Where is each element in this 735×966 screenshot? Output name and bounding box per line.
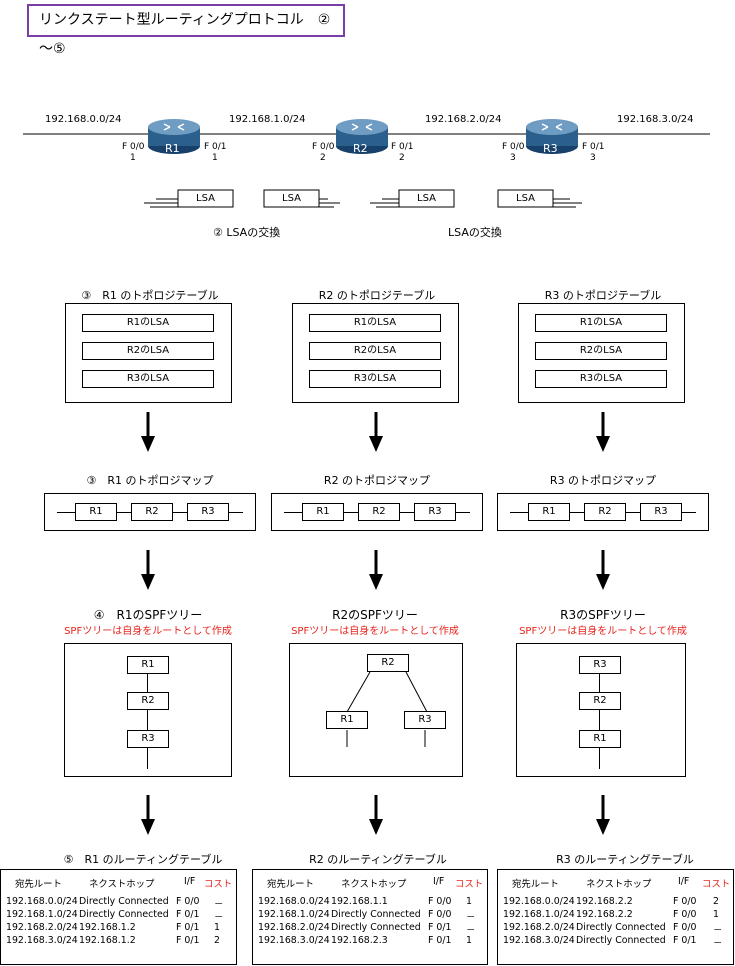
tree-node: R3: [127, 730, 169, 748]
col-header-if: I/F: [433, 876, 445, 887]
tree-root-node: R2: [367, 654, 409, 672]
spf-tree-title: ④ R1のSPFツリー: [93, 608, 203, 622]
map-node: R2: [131, 503, 173, 521]
topology-map-title: ③ R1 のトポロジマップ: [86, 474, 214, 487]
lsa-entry: R2のLSA: [535, 342, 667, 360]
lsa-entry: R1のLSA: [82, 314, 214, 332]
router-r3-label: R3: [543, 142, 558, 155]
topology-table-r1: R1のLSA R2のLSA R3のLSA: [65, 303, 232, 403]
lsa-entry: R1のLSA: [309, 314, 441, 332]
col-header-cost: コスト: [702, 879, 731, 890]
lsa-entry: R3のLSA: [309, 370, 441, 388]
col-header-cost: コスト: [455, 879, 484, 890]
col-header-if: I/F: [184, 876, 196, 887]
tree-node: R1: [579, 730, 621, 748]
lsa-entry: R2のLSA: [82, 342, 214, 360]
topology-map-r1: R1 R2 R3: [44, 493, 256, 531]
spf-tree-r2: R2 R1 R3: [289, 643, 463, 777]
col-header-if: I/F: [678, 876, 690, 887]
spf-tree-r1: R1 R2 R3: [64, 643, 232, 777]
map-node: R3: [640, 503, 682, 521]
map-node: R1: [75, 503, 117, 521]
spf-tree-note: SPFツリーは自身をルートとして作成: [519, 626, 687, 637]
col-header-dest: 宛先ルート: [15, 879, 62, 890]
lsa-entry: R2のLSA: [309, 342, 441, 360]
router-r1-icon: [148, 119, 200, 154]
map-node: R2: [584, 503, 626, 521]
tree-branch-lines: [346, 671, 428, 747]
lsa-packets: [144, 189, 582, 208]
page-title: リンクステート型ルーティングプロトコル ②～⑤: [27, 4, 345, 57]
map-node: R2: [358, 503, 400, 521]
network-label: 192.168.2.0/24: [425, 114, 502, 125]
tree-node: R3: [579, 656, 621, 674]
network-label: 192.168.3.0/24: [617, 114, 694, 125]
col-header-nexthop: ネクストホップ: [586, 879, 652, 890]
col-header-cost: コスト: [204, 879, 233, 890]
topology-table-title: ③ R1 のトポロジテーブル: [81, 289, 219, 302]
col-header-nexthop: ネクストホップ: [341, 879, 407, 890]
spf-tree-title: R2のSPFツリー: [332, 608, 418, 622]
col-header-dest: 宛先ルート: [267, 879, 314, 890]
lsa-entry: R3のLSA: [535, 370, 667, 388]
lsa-exchange-caption: LSAの交換: [448, 226, 502, 239]
router-r2-label: R2: [353, 142, 368, 155]
spf-tree-title: R3のSPFツリー: [560, 608, 646, 622]
router-r1-label: R1: [165, 142, 180, 155]
map-node: R3: [187, 503, 229, 521]
spf-tree-r3: R3 R2 R1: [516, 643, 686, 777]
topology-map-r3: R1 R2 R3: [497, 493, 709, 531]
spf-tree-note: SPFツリーは自身をルートとして作成: [291, 626, 459, 637]
lsa-entry: R3のLSA: [82, 370, 214, 388]
topology-table-title: R2 のトポロジテーブル: [318, 289, 436, 302]
col-header-dest: 宛先ルート: [512, 879, 559, 890]
network-label: 192.168.0.0/24: [45, 114, 122, 125]
spf-tree-note: SPFツリーは自身をルートとして作成: [64, 626, 232, 637]
map-node: R1: [302, 503, 344, 521]
lsa-label: LSA: [196, 193, 215, 204]
tree-node: R2: [127, 692, 169, 710]
tree-node: R3: [404, 711, 446, 729]
map-node: R3: [414, 503, 456, 521]
routing-table-title: ⑤ R1 のルーティングテーブル: [63, 853, 223, 866]
network-label: 192.168.1.0/24: [229, 114, 306, 125]
lsa-label: LSA: [282, 193, 301, 204]
lsa-entry: R1のLSA: [535, 314, 667, 332]
topology-map-title: R3 のトポロジマップ: [549, 474, 657, 487]
topology-map-title: R2 のトポロジマップ: [323, 474, 431, 487]
lsa-label: LSA: [417, 193, 436, 204]
routing-table-title: R3 のルーティングテーブル: [556, 853, 694, 866]
routing-table-title: R2 のルーティングテーブル: [309, 853, 447, 866]
topology-table-title: R3 のトポロジテーブル: [544, 289, 662, 302]
router-r3-icon: [526, 119, 578, 154]
topology-map-r2: R1 R2 R3: [271, 493, 483, 531]
tree-node: R2: [579, 692, 621, 710]
lsa-exchange-caption: ② LSAの交換: [213, 226, 281, 239]
router-r2-icon: [336, 119, 388, 154]
col-header-nexthop: ネクストホップ: [89, 879, 155, 890]
tree-node: R1: [127, 656, 169, 674]
topology-table-r3: R1のLSA R2のLSA R3のLSA: [518, 303, 685, 403]
map-node: R1: [528, 503, 570, 521]
topology-table-r2: R1のLSA R2のLSA R3のLSA: [292, 303, 459, 403]
network-diagram: [23, 119, 710, 208]
tree-node: R1: [326, 711, 368, 729]
lsa-label: LSA: [516, 193, 535, 204]
